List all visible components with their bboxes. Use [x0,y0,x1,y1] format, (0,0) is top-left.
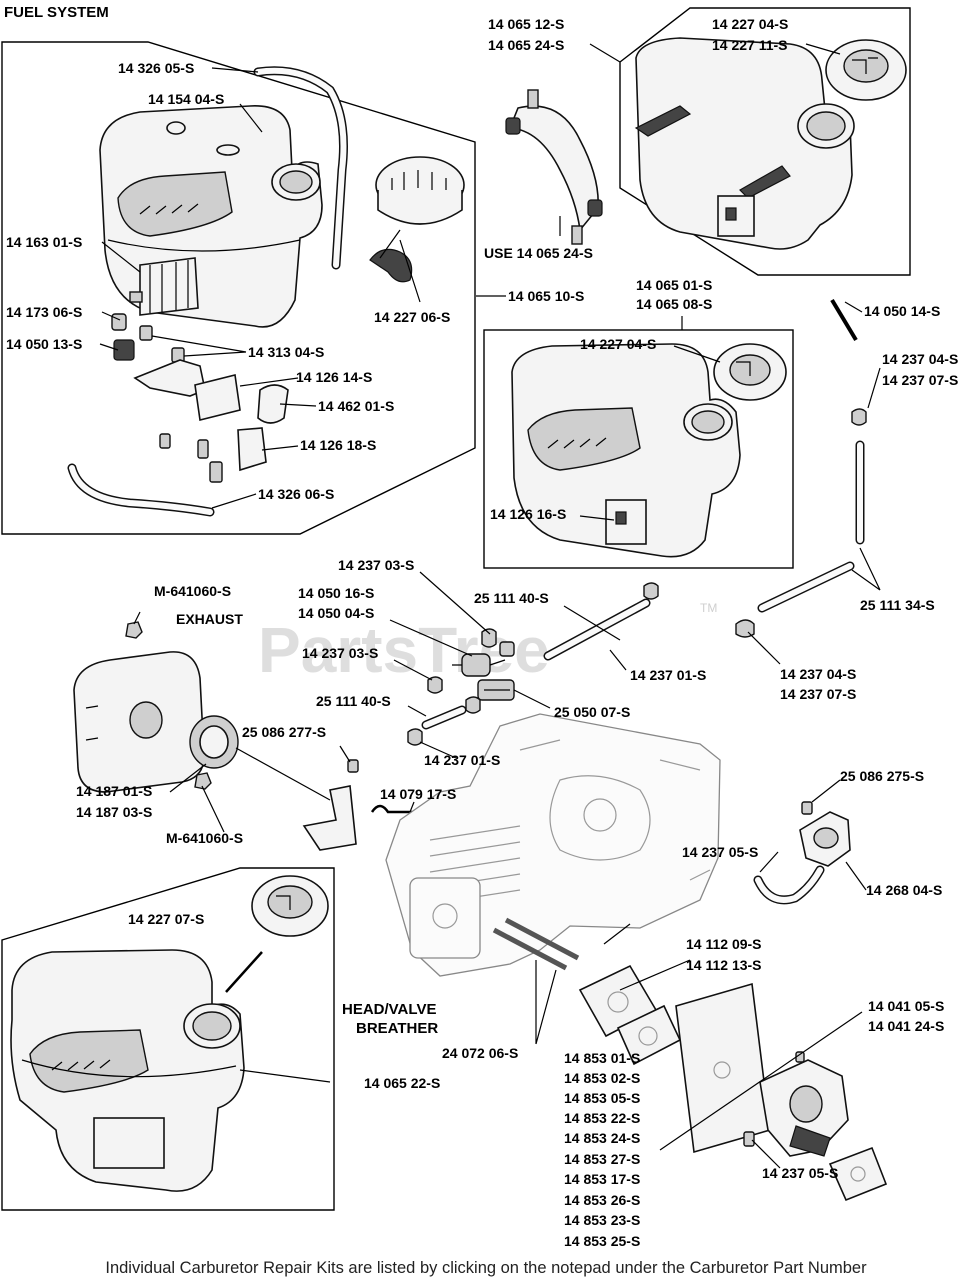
label-14-227-11[interactable]: 14 227 11-S [712,37,788,53]
label-14-237-04-lower[interactable]: 14 237 04-S [780,666,856,682]
label-14-326-05[interactable]: 14 326 05-S [118,60,194,76]
label-14-326-06[interactable]: 14 326 06-S [258,486,334,502]
label-24-072-06[interactable]: 24 072 06-S [442,1045,518,1061]
watermark-tm: TM [700,601,717,615]
part-labels: 14 326 05-S 14 154 04-S 14 163 01-S 14 1… [6,16,958,1249]
label-m-641060-top[interactable]: M-641060-S [154,583,231,599]
label-use-14-065-24[interactable]: USE 14 065 24-S [484,245,593,261]
label-14-050-04[interactable]: 14 050 04-S [298,605,374,621]
label-25-111-34[interactable]: 25 111 34-S [860,597,935,613]
carb-kit-label[interactable]: 14 853 05-S [564,1090,640,1106]
label-head-valve[interactable]: HEAD/VALVE [342,1001,436,1018]
fuel-pump-vacuum-14-187-01[interactable] [189,715,359,851]
label-14-268-04[interactable]: 14 268 04-S [866,882,942,898]
leader-lines [99,43,881,1169]
group-box-tank-14-065-01 [483,329,794,569]
label-14-079-17[interactable]: 14 079 17-S [380,786,456,802]
label-14-126-14[interactable]: 14 126 14-S [296,369,372,385]
fuel-filter-14-050-16[interactable] [407,582,659,746]
carb-kit-label[interactable]: 14 853 26-S [564,1192,640,1208]
fuel-cap-14-227-07[interactable] [225,875,329,993]
label-14-065-08[interactable]: 14 065 08-S [636,296,712,312]
label-m-641060-bottom[interactable]: M-641060-S [166,830,243,846]
fuel-cap-14-227-04-mid[interactable] [713,343,787,401]
label-14-126-16[interactable]: 14 126 16-S [490,506,566,522]
label-14-237-07-right[interactable]: 14 237 07-S [882,372,958,388]
fuel-tank-14-065-22[interactable] [10,949,245,1192]
fuel-cap-14-227-06[interactable] [369,156,465,283]
exhaust-muffler[interactable] [73,621,205,793]
label-breather[interactable]: BREATHER [356,1020,438,1037]
carb-kit-label[interactable]: 14 853 22-S [564,1110,640,1126]
label-25-111-40-mid[interactable]: 25 111 40-S [316,693,391,709]
carburetor[interactable] [743,1051,888,1202]
label-14-237-03-top[interactable]: 14 237 03-S [338,557,414,573]
label-25-050-07[interactable]: 25 050 07-S [554,704,630,720]
label-14-313-04[interactable]: 14 313 04-S [248,344,324,360]
carb-kit-label[interactable]: 14 853 23-S [564,1212,640,1228]
label-14-237-01-right[interactable]: 14 237 01-S [630,667,706,683]
label-14-187-03[interactable]: 14 187 03-S [76,804,152,820]
label-14-112-09[interactable]: 14 112 09-S [686,936,762,952]
footer-note: Individual Carburetor Repair Kits are li… [105,1259,867,1277]
carb-kit-label[interactable]: 14 853 24-S [564,1130,640,1146]
label-14-237-04-right[interactable]: 14 237 04-S [882,351,958,367]
label-25-086-275[interactable]: 25 086 275-S [840,768,924,784]
label-14-237-05-right[interactable]: 14 237 05-S [682,844,758,860]
group-box-tank-14-065-22 [1,867,335,1211]
label-exhaust[interactable]: EXHAUST [176,611,243,627]
label-14-065-12[interactable]: 14 065 12-S [488,16,564,32]
label-14-237-01-left[interactable]: 14 237 01-S [424,752,500,768]
label-14-112-13[interactable]: 14 112 13-S [686,957,762,973]
carb-kit-label[interactable]: 14 853 01-S [564,1050,640,1066]
label-14-237-07-lower[interactable]: 14 237 07-S [780,686,856,702]
gasket-14-112-09[interactable] [578,964,682,1066]
label-14-041-05[interactable]: 14 041 05-S [868,998,944,1014]
studs-24-072-06[interactable] [492,917,580,971]
label-14-227-07[interactable]: 14 227 07-S [128,911,204,927]
engine-block [385,713,721,977]
fuel-cap-14-227-04-top[interactable] [825,39,907,101]
label-14-173-06[interactable]: 14 173 06-S [6,304,82,320]
label-25-086-277[interactable]: 25 086 277-S [242,724,326,740]
label-14-050-13[interactable]: 14 050 13-S [6,336,82,352]
label-14-050-16[interactable]: 14 050 16-S [298,585,374,601]
label-14-050-14[interactable]: 14 050 14-S [864,303,940,319]
label-14-041-24[interactable]: 14 041 24-S [868,1018,944,1034]
diagram-title: FUEL SYSTEM [4,4,109,21]
label-14-187-01[interactable]: 14 187 01-S [76,783,152,799]
label-14-065-24[interactable]: 14 065 24-S [488,37,564,53]
group-box-tank-14-065-12 [619,7,911,276]
link-14-079-17[interactable] [370,804,412,814]
fuel-pump-14-268-04[interactable] [753,801,851,905]
label-14-126-18[interactable]: 14 126 18-S [300,437,376,453]
carb-kit-label[interactable]: 14 853 27-S [564,1151,640,1167]
label-14-154-04[interactable]: 14 154 04-S [148,91,224,107]
label-14-227-06[interactable]: 14 227 06-S [374,309,450,325]
hardware-group-14-173-06[interactable] [111,313,289,483]
tank-bracket-14-065-24[interactable] [505,89,603,245]
label-14-065-22[interactable]: 14 065 22-S [364,1075,440,1091]
fuel-tank-14-065-01[interactable] [511,343,741,558]
label-14-065-01[interactable]: 14 065 01-S [636,277,712,293]
label-14-227-04-mid[interactable]: 14 227 04-S [580,336,656,352]
label-25-111-40-top[interactable]: 25 111 40-S [474,590,549,606]
label-14-065-10[interactable]: 14 065 10-S [508,288,584,304]
gasket-14-041-05[interactable] [675,982,771,1154]
fuel-line-right[interactable] [735,298,867,638]
carb-kit-label[interactable]: 14 853 25-S [564,1233,640,1249]
carb-kit-label[interactable]: 14 853 02-S [564,1070,640,1086]
label-14-237-05-bottom[interactable]: 14 237 05-S [762,1165,838,1181]
carb-kit-label[interactable]: 14 853 17-S [564,1171,640,1187]
fuel-tank-14-065-12[interactable] [634,37,855,250]
label-14-462-01[interactable]: 14 462 01-S [318,398,394,414]
group-box-tank-14-065-10 [1,41,476,535]
label-14-227-04-top[interactable]: 14 227 04-S [712,16,788,32]
fuel-filter-14-163-01[interactable] [129,257,199,316]
label-14-237-03-mid[interactable]: 14 237 03-S [302,645,378,661]
label-14-163-01[interactable]: 14 163 01-S [6,234,82,250]
